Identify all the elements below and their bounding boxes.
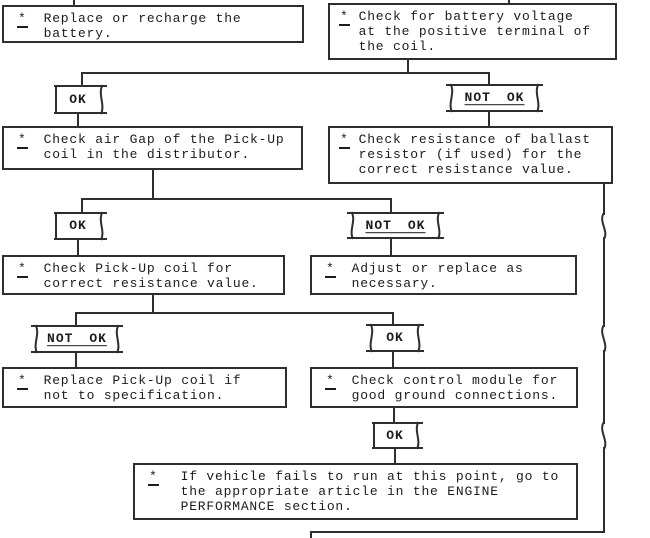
- ribbon-label: NOT OK: [464, 90, 525, 106]
- connector-e-down: [152, 295, 154, 314]
- ribbon-label: NOT OK: [47, 331, 107, 347]
- line-squiggle: [601, 324, 607, 353]
- node-check-air-gap: * Check air Gap of the Pick-Up coil in t…: [2, 126, 303, 170]
- node-text-line: If vehicle fails to run at this point, g…: [180, 469, 560, 484]
- node-engine-performance: * If vehicle fails to run at this point,…: [133, 463, 578, 520]
- connector-long-right-seg4: [603, 447, 605, 533]
- asterisk-bullet: *: [148, 469, 159, 486]
- connector-top-left-stub: [73, 0, 75, 7]
- asterisk-bullet: *: [339, 9, 350, 26]
- node-check-ballast-resistor: * Check resistance of ballast resistor (…: [328, 126, 613, 184]
- connector-bottom-stub: [310, 531, 312, 538]
- node-text-line: correct resistance value.: [358, 162, 574, 177]
- node-text-line: Check for battery voltage: [358, 9, 574, 24]
- ribbon-label: OK: [386, 330, 404, 346]
- node-adjust-or-replace: * Adjust or replace as necessary.: [310, 255, 577, 295]
- connector-row3-h: [75, 312, 394, 314]
- connector-notok3-down: [75, 351, 77, 369]
- connector-c-down: [152, 170, 154, 200]
- connector-row1-left-drop: [81, 72, 83, 87]
- ribbon-label: OK: [69, 218, 87, 234]
- ribbon-not-ok-3: NOT OK: [31, 324, 123, 354]
- connector-row3-left-drop: [75, 312, 77, 327]
- connector-b-down: [407, 60, 409, 74]
- node-text-line: Check control module for: [351, 373, 559, 388]
- ribbon-label: OK: [386, 427, 404, 443]
- connector-notok2-down: [390, 237, 392, 257]
- ribbon-ok-3: OK: [366, 323, 424, 353]
- node-check-pickup-coil: * Check Pick-Up coil for correct resista…: [2, 255, 285, 295]
- ribbon-ok-2: OK: [54, 211, 107, 241]
- asterisk-bullet: *: [325, 373, 336, 390]
- connector-ok3-down: [392, 350, 394, 369]
- node-text-line: necessary.: [351, 276, 438, 291]
- connector-bottom-h: [310, 531, 605, 533]
- connector-top-right-stub: [508, 0, 510, 5]
- node-replace-battery: * Replace or recharge the battery.: [2, 5, 304, 43]
- connector-ok2-down: [77, 238, 79, 257]
- node-text-line: Replace Pick-Up coil if: [43, 373, 242, 388]
- connector-ok1-down: [77, 112, 79, 128]
- connector-row2-h: [81, 198, 392, 200]
- line-squiggle: [601, 212, 607, 240]
- asterisk-bullet: *: [17, 11, 28, 28]
- line-squiggle: [601, 421, 607, 450]
- node-text-line: PERFORMANCE section.: [180, 499, 353, 514]
- connector-ok4-down: [394, 447, 396, 465]
- asterisk-bullet: *: [17, 261, 28, 278]
- asterisk-bullet: *: [325, 261, 336, 278]
- node-text-line: Replace or recharge the: [43, 11, 242, 26]
- node-text-line: Adjust or replace as: [351, 261, 524, 276]
- node-text-line: coil in the distributor.: [43, 147, 251, 162]
- node-text-line: correct resistance value.: [43, 276, 259, 291]
- asterisk-bullet: *: [339, 132, 350, 149]
- node-text-line: at the positive terminal of: [358, 24, 591, 39]
- ribbon-label: OK: [69, 91, 87, 107]
- asterisk-bullet: *: [17, 132, 28, 149]
- connector-row1-right-drop: [488, 72, 490, 86]
- node-check-battery-voltage: * Check for battery voltage at the posit…: [328, 3, 617, 60]
- connector-long-right-seg2: [603, 237, 605, 327]
- ribbon-label: NOT OK: [365, 217, 426, 233]
- node-text-line: the appropriate article in the ENGINE: [180, 484, 499, 499]
- connector-row2-right-drop: [390, 198, 392, 214]
- connector-row3-right-drop: [392, 312, 394, 326]
- node-text-line: Check Pick-Up coil for: [43, 261, 233, 276]
- node-text-line: good ground connections.: [351, 388, 559, 403]
- node-check-control-module: * Check control module for good ground c…: [310, 367, 578, 408]
- ribbon-not-ok-2: NOT OK: [347, 211, 444, 240]
- connector-row1-h: [81, 72, 490, 74]
- node-text-line: Check air Gap of the Pick-Up: [43, 132, 285, 147]
- asterisk-bullet: *: [17, 373, 28, 390]
- connector-notok1-down: [488, 110, 490, 128]
- connector-long-right-seg1: [603, 184, 605, 215]
- connector-row2-left-drop: [81, 198, 83, 214]
- node-text-line: not to specification.: [43, 388, 225, 403]
- node-replace-pickup-coil: * Replace Pick-Up coil if not to specifi…: [2, 367, 287, 408]
- node-text-line: battery.: [43, 26, 113, 41]
- connector-h-down: [393, 408, 395, 424]
- node-text-line: resistor (if used) for the: [358, 147, 583, 162]
- ribbon-not-ok-1: NOT OK: [446, 83, 543, 113]
- ribbon-ok-1: OK: [54, 84, 107, 115]
- ribbon-ok-4: OK: [372, 421, 423, 450]
- node-text-line: the coil.: [358, 39, 437, 54]
- node-text-line: Check resistance of ballast: [358, 132, 591, 147]
- connector-long-right-seg3: [603, 350, 605, 424]
